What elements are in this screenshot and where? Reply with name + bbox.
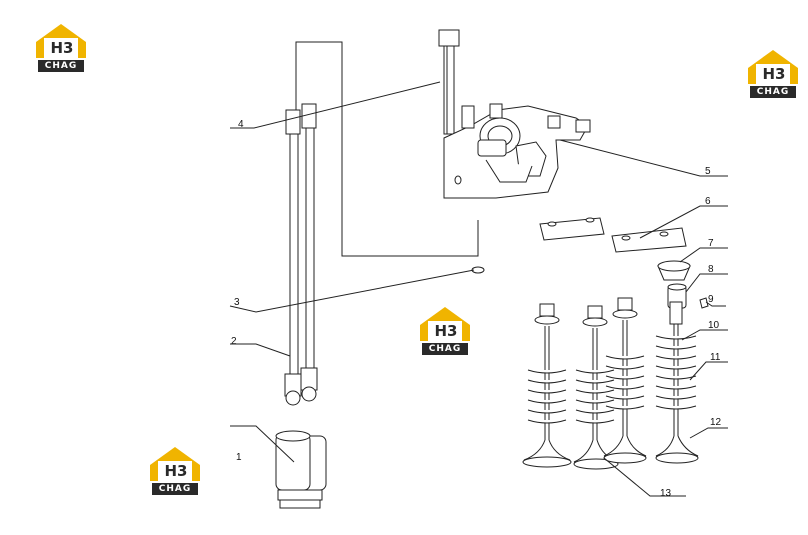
callout-12: 12 <box>710 417 722 428</box>
callout-3: 3 <box>234 297 240 308</box>
callout-7: 7 <box>708 238 714 249</box>
house-logo-icon <box>748 50 798 84</box>
callout-4: 4 <box>238 119 244 130</box>
tappet-part <box>275 430 327 509</box>
callout-2: 2 <box>231 336 237 347</box>
rocker-arm-housing <box>443 103 591 199</box>
valve-assembly-1 <box>522 303 572 468</box>
valve-assembly-3 <box>603 297 647 464</box>
callout-8: 8 <box>708 264 714 275</box>
callout-5: 5 <box>705 166 711 177</box>
callout-6: 6 <box>705 196 711 207</box>
assembly-bracket-line <box>295 41 479 257</box>
valve-assembly-4 <box>655 301 699 464</box>
logo-mark: H3 <box>434 322 458 340</box>
push-rod-left <box>284 109 302 406</box>
brand-logo-center: H3 CHAG <box>416 305 474 359</box>
house-logo-icon <box>150 447 200 481</box>
leader-lines <box>229 81 728 497</box>
spring-retainer-part <box>657 260 691 281</box>
valve-bridge-left <box>539 217 605 241</box>
callout-9: 9 <box>708 294 714 305</box>
house-logo-icon <box>36 24 86 58</box>
callout-10: 10 <box>708 320 720 331</box>
logo-mark: H3 <box>762 65 786 83</box>
valve-bridge-right <box>611 227 687 253</box>
logo-text: CHAG <box>38 60 84 72</box>
logo-text: CHAG <box>152 483 198 495</box>
callout-13: 13 <box>660 488 672 499</box>
callout-1: 1 <box>236 452 242 463</box>
brand-logo-bottom-left: H3 CHAG <box>146 445 204 499</box>
logo-mark: H3 <box>50 39 74 57</box>
logo-text: CHAG <box>422 343 468 355</box>
callout-labels: 1 2 3 4 5 6 7 8 9 10 11 12 13 <box>231 119 722 499</box>
valve-collet-part <box>699 297 709 309</box>
callout-11: 11 <box>710 352 721 363</box>
logo-mark: H3 <box>164 462 188 480</box>
push-rod-right <box>300 103 318 402</box>
logo-text: CHAG <box>750 86 796 98</box>
valve-assembly-2 <box>573 305 619 470</box>
house-logo-icon <box>420 307 470 341</box>
brand-logo-top-right: H3 CHAG <box>744 48 802 102</box>
brand-logo-top-left: H3 CHAG <box>32 22 90 76</box>
bolt-part <box>438 29 460 135</box>
